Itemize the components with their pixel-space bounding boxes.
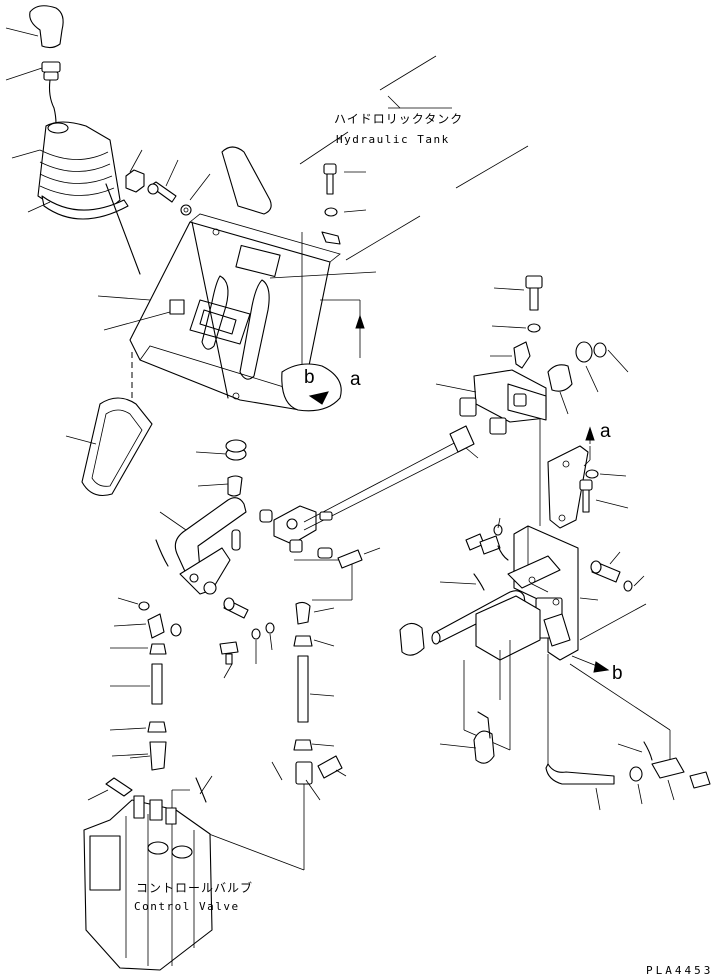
leader-bracket-b: [103, 311, 171, 331]
leader-collar: [195, 451, 227, 455]
arrow-a-head: [355, 314, 365, 329]
tank-bolt: [323, 163, 366, 195]
drawing-code: PLA4453: [646, 964, 714, 977]
reference-b-right: b: [612, 663, 623, 684]
lever-rod: [48, 79, 57, 125]
leader-link-pipe: [159, 511, 187, 531]
grease-fitting: [490, 341, 531, 369]
small-bushing-mid: [231, 509, 273, 551]
hydraulic-tank-label-en: Hydraulic Tank: [336, 133, 450, 146]
right-mount-plate: [547, 426, 595, 529]
detail-b-marker: [281, 363, 342, 412]
reference-a-center: a: [350, 369, 361, 390]
control-valve-body: [83, 777, 213, 971]
hydraulic-tank-leaders: [299, 55, 529, 261]
lever-knob: [29, 5, 64, 49]
mid-fastener-column: [219, 601, 347, 801]
right-lever-knob: [399, 622, 425, 656]
leader-bracket-a: [97, 295, 151, 301]
lower-right-linkage: [545, 654, 711, 811]
leader-lines-top-left: [5, 27, 211, 213]
bracket-edge-a: [191, 221, 229, 399]
leader-valve-top: [129, 755, 151, 759]
bolt-upper: [147, 181, 177, 203]
rod-bushing-mid: [317, 547, 363, 569]
control-valve-label-en: Control Valve: [134, 900, 240, 913]
right-bolt-left: [465, 517, 509, 561]
washer-upper: [180, 204, 192, 216]
leader-rod-bushing: [363, 547, 381, 555]
cotter-pin-left: [155, 539, 169, 567]
right-bracket-bolts: [579, 469, 629, 513]
reference-a-right: a: [600, 421, 611, 442]
arrow-b-right: [571, 655, 610, 673]
control-valve-label-jp: コントロールバルブ: [136, 881, 254, 895]
right-bushing: [547, 341, 629, 415]
reference-b-center: b: [304, 367, 315, 388]
leader-grip: [65, 435, 97, 445]
pin-lower: [223, 597, 249, 619]
lever-boot: [37, 121, 129, 220]
tank-washer: [324, 207, 367, 217]
hex-nut-upper: [125, 169, 145, 193]
collar: [225, 439, 247, 461]
cotter-pin-right: [473, 573, 485, 591]
lever-nut: [41, 61, 61, 81]
left-fastener-column: [109, 597, 182, 771]
leader-plate: [269, 271, 377, 279]
rod-end-pin: [319, 511, 333, 521]
right-main-frame: [507, 525, 579, 661]
lever-bracket-plate: [129, 213, 341, 411]
right-top-bolt: [491, 275, 543, 333]
leader-spring: [197, 483, 229, 487]
rubber-grip-pad: [81, 397, 153, 497]
leader-frame: [579, 597, 599, 601]
leader-rod: [439, 581, 477, 585]
right-lever-bracket: [435, 369, 547, 435]
lever-arm: [179, 547, 231, 595]
leader-frame-b: [579, 603, 647, 641]
clevis-block: [273, 505, 317, 553]
long-control-rod: [303, 439, 461, 523]
hydraulic-tank-label-jp: ハイドロリックタンク: [334, 112, 464, 126]
right-rod-bushing: [449, 425, 479, 459]
tank-pipe-upper: [221, 146, 272, 215]
right-lever-rod: [431, 590, 541, 661]
lower-right-lever-plate: [439, 640, 511, 764]
tank-bracket-nut: [321, 231, 341, 245]
bracket-edge-b: [105, 183, 141, 275]
right-bolt-side: [590, 551, 645, 592]
small-spring: [227, 475, 243, 497]
